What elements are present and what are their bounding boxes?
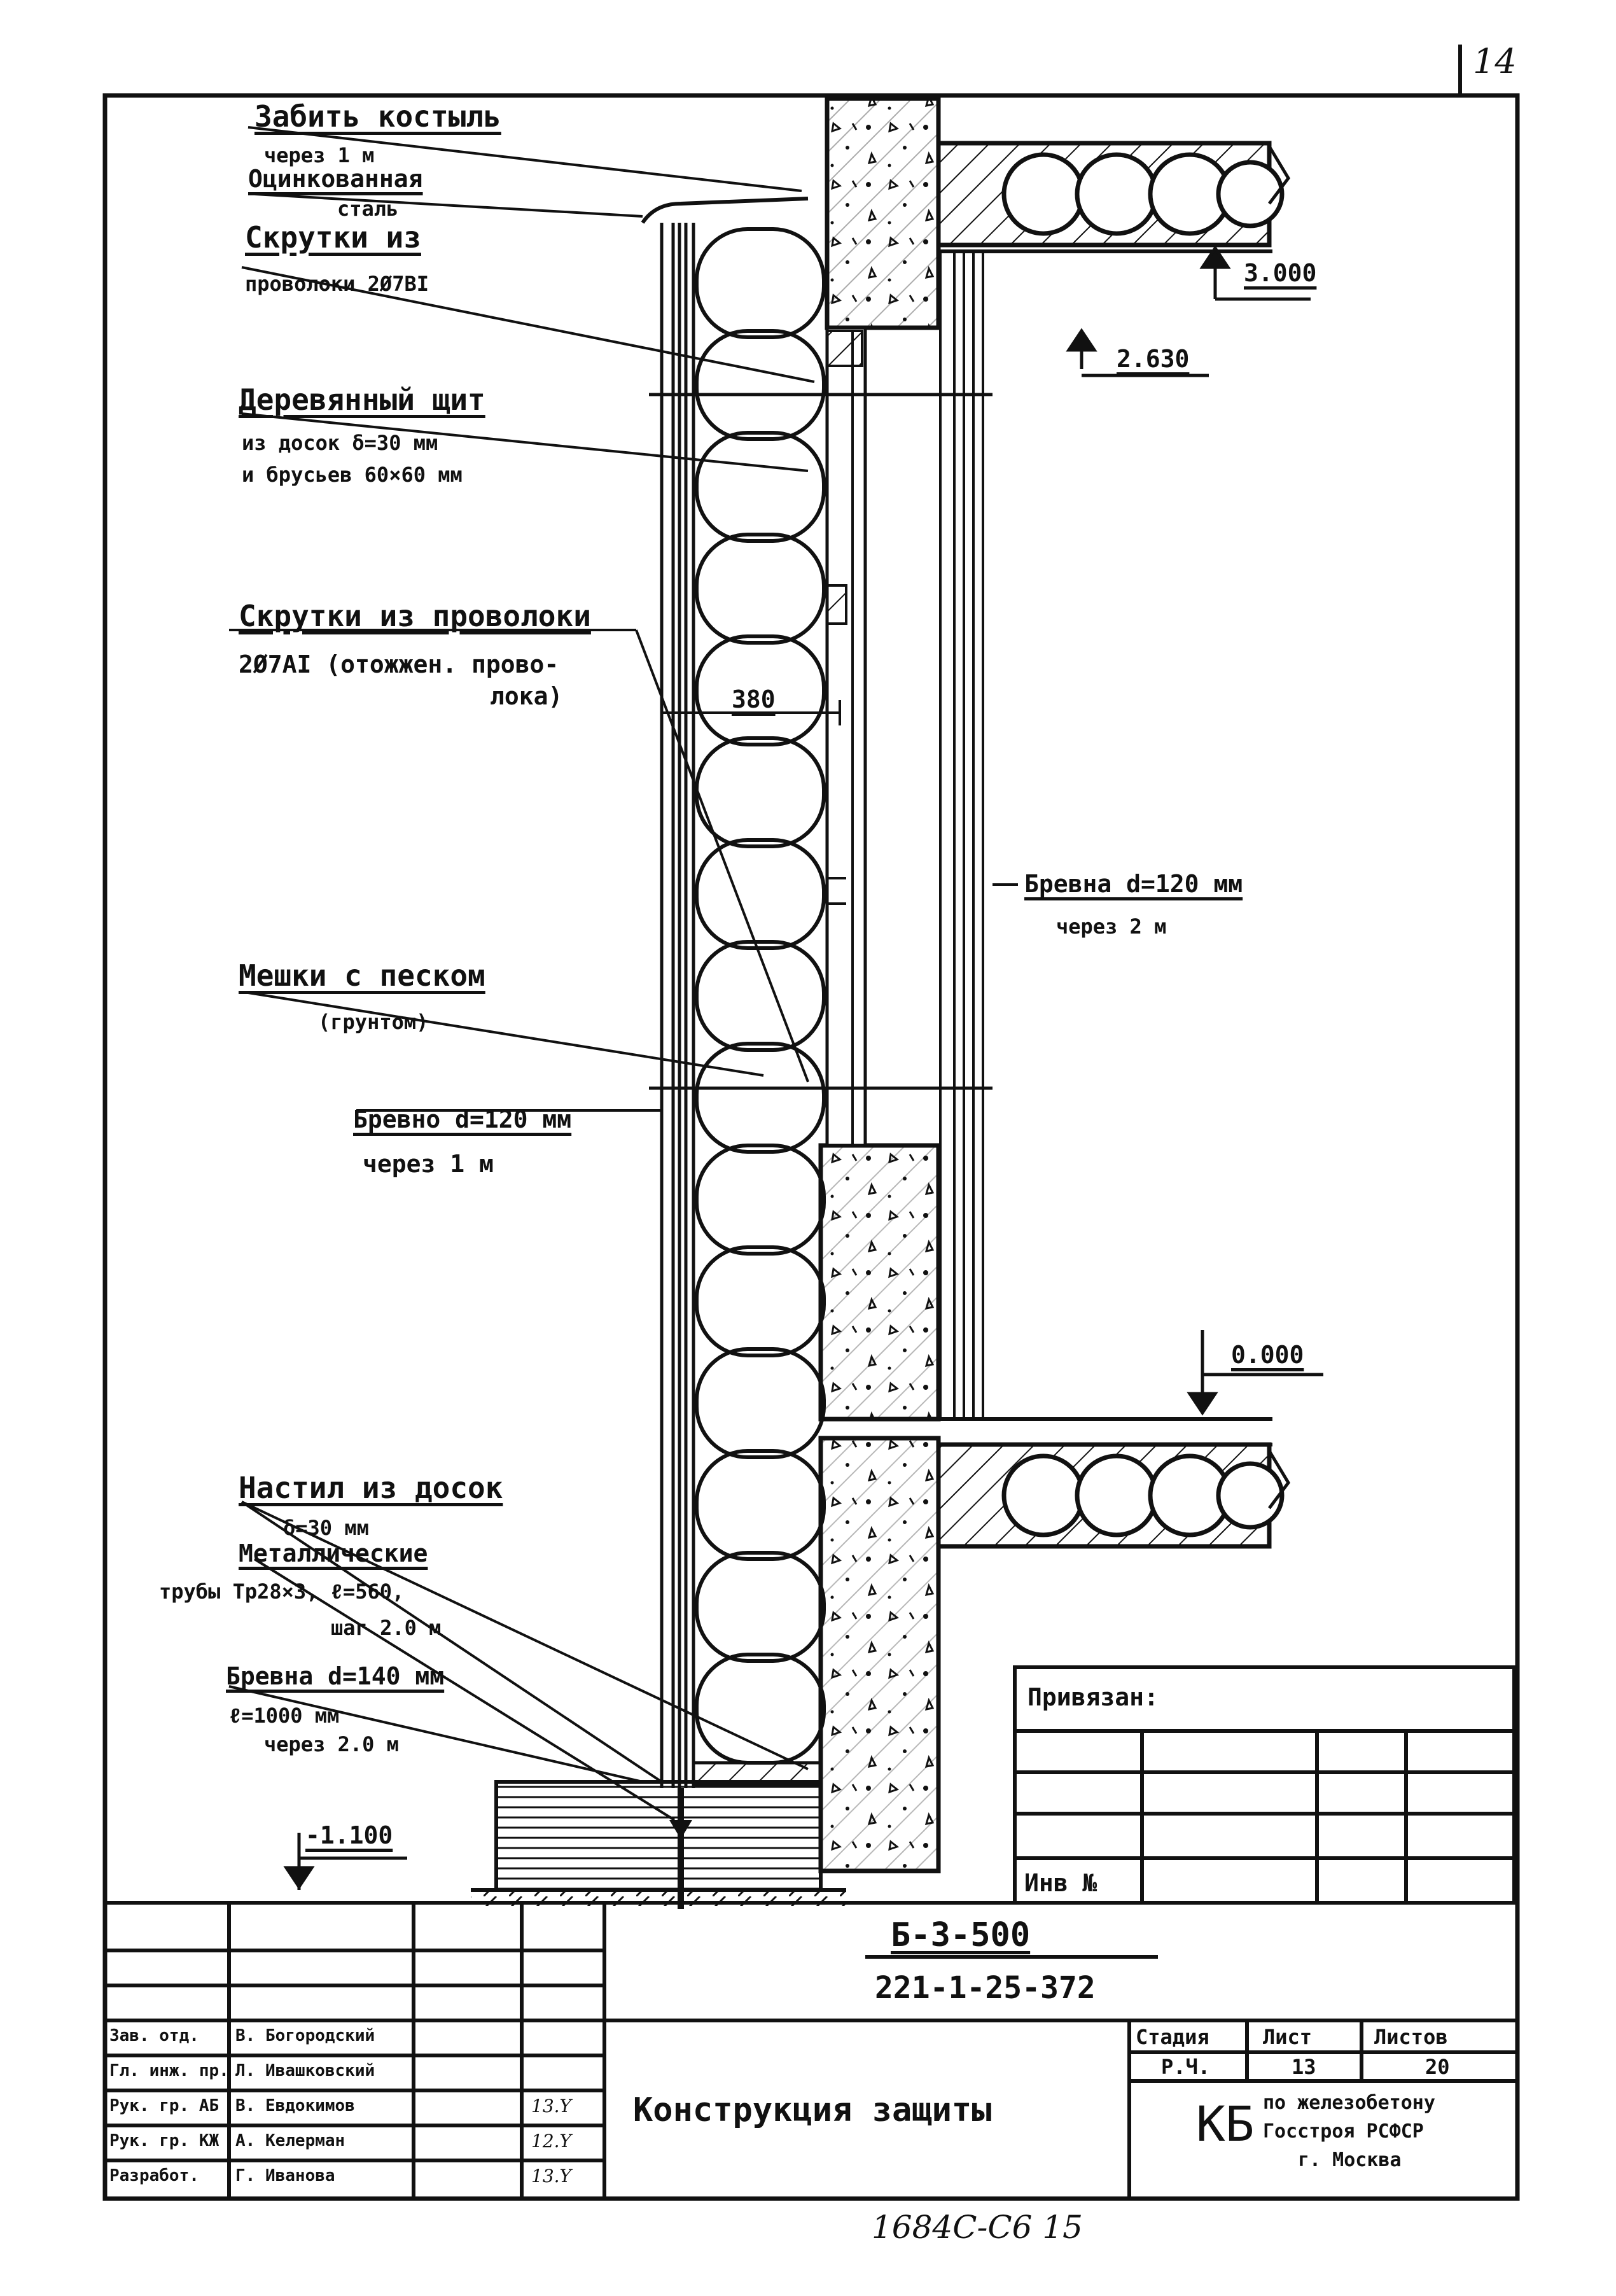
base-log	[494, 1780, 823, 1892]
sheets-header: Листов	[1374, 2025, 1448, 2049]
label-log1-1: Бревно d=120 мм	[353, 1105, 572, 1133]
window-opening	[825, 326, 867, 1147]
role-2: Гл. инж. пр.	[109, 2061, 229, 2080]
stage-header: Стадия	[1136, 2025, 1209, 2049]
stage-value: Р.Ч.	[1161, 2055, 1211, 2079]
label-nail-title: Забить костыль	[254, 99, 501, 134]
date-3: 13.Y	[531, 2096, 572, 2117]
binding-inv: Инв №	[1024, 1869, 1097, 1897]
drawing-code-1: Б-3-500	[891, 1916, 1031, 1954]
elevation-minus-1100: -1.100	[305, 1821, 393, 1849]
upper-slab-voids	[1001, 152, 1285, 236]
name-5: Г. Иванова	[235, 2166, 335, 2185]
inner-logs	[939, 251, 984, 1419]
label-galv-2: сталь	[337, 197, 399, 221]
tie-wires	[649, 393, 993, 1090]
org-line-3: г. Москва	[1298, 2149, 1402, 2171]
label-twist-top-2: проволоки 2Ø7ВI	[245, 272, 429, 296]
lower-slab-voids	[1001, 1453, 1285, 1537]
elevation-2630: 2.630	[1117, 345, 1190, 373]
label-deck-2: δ=30 мм	[283, 1516, 369, 1540]
label-log3-2: ℓ=1000 мм	[229, 1704, 340, 1728]
sheets-value: 20	[1425, 2055, 1450, 2079]
elevation-0000: 0.000	[1231, 1341, 1304, 1369]
role-1: Зав. отд.	[109, 2026, 199, 2045]
org-line-2: Госстроя РСФСР	[1263, 2120, 1424, 2143]
name-2: Л. Ивашковский	[235, 2061, 375, 2080]
wooden-shield	[660, 223, 695, 1788]
role-5: Разработ.	[109, 2166, 199, 2185]
name-1: В. Богородский	[235, 2026, 375, 2045]
label-pipes-1: Металлические	[239, 1539, 428, 1567]
label-twist-top-1: Скрутки из	[245, 220, 421, 255]
label-twist-mid-3: лока)	[490, 682, 563, 710]
label-galv-1: Оцинкованная	[248, 165, 423, 193]
drawing-name: Конструкция защиты	[633, 2091, 992, 2129]
leader-lines	[228, 126, 1018, 1821]
label-shield-3: и брусьев 60×60 мм	[242, 463, 463, 487]
footer-note: 1684С-С6 15	[872, 2209, 1083, 2246]
label-shield-2: из досок δ=30 мм	[242, 431, 438, 455]
binding-title: Привязан:	[1027, 1683, 1159, 1711]
label-shield-1: Деревянный щит	[239, 382, 485, 417]
sheet-header: Лист	[1263, 2025, 1313, 2049]
label-log3-3: через 2.0 м	[264, 1732, 399, 1756]
upper-wall-2	[827, 99, 938, 328]
label-nail-step: через 1 м	[264, 143, 375, 167]
title-block-grid	[105, 1901, 1517, 2199]
elevation-3000: 3.000	[1244, 259, 1317, 287]
label-log2-2: через 2 м	[1056, 914, 1167, 939]
dimension-380: 380	[732, 685, 776, 713]
label-twist-mid-1: Скрутки из проволоки	[239, 599, 591, 633]
sheet-frame	[102, 93, 1520, 2201]
name-3: В. Евдокимов	[235, 2096, 355, 2115]
role-3: Рук. гр. АБ	[109, 2096, 219, 2115]
label-pipes-3: шаг 2.0 м	[331, 1616, 442, 1640]
elevation-markers	[283, 245, 1323, 1890]
org-line-1: по железобетону	[1263, 2092, 1435, 2114]
role-4: Рук. гр. КЖ	[109, 2131, 219, 2150]
org-logo: КБ	[1196, 2096, 1255, 2152]
name-4: А. Келерман	[235, 2131, 345, 2150]
sheet-value: 13	[1292, 2055, 1316, 2079]
label-deck-1: Настил из досок	[239, 1471, 503, 1505]
drawing-code-2: 221-1-25-372	[875, 1970, 1096, 2006]
date-5: 13.Y	[531, 2166, 572, 2187]
label-log1-2: через 1 м	[363, 1150, 494, 1178]
label-log3-1: Бревна d=140 мм	[226, 1662, 445, 1690]
label-bags-1: Мешки с песком	[239, 958, 485, 993]
sandbags	[695, 227, 826, 1765]
label-bags-2: (грунтом)	[318, 1010, 429, 1034]
page-number: 14	[1473, 41, 1517, 81]
label-twist-mid-2: 2Ø7АI (отожжен. прово-	[239, 650, 559, 678]
label-log2-1: Бревна d=120 мм	[1024, 870, 1243, 898]
date-4: 12.Y	[531, 2131, 572, 2152]
label-pipes-2: трубы Тр28×3, ℓ=560,	[159, 1579, 405, 1604]
